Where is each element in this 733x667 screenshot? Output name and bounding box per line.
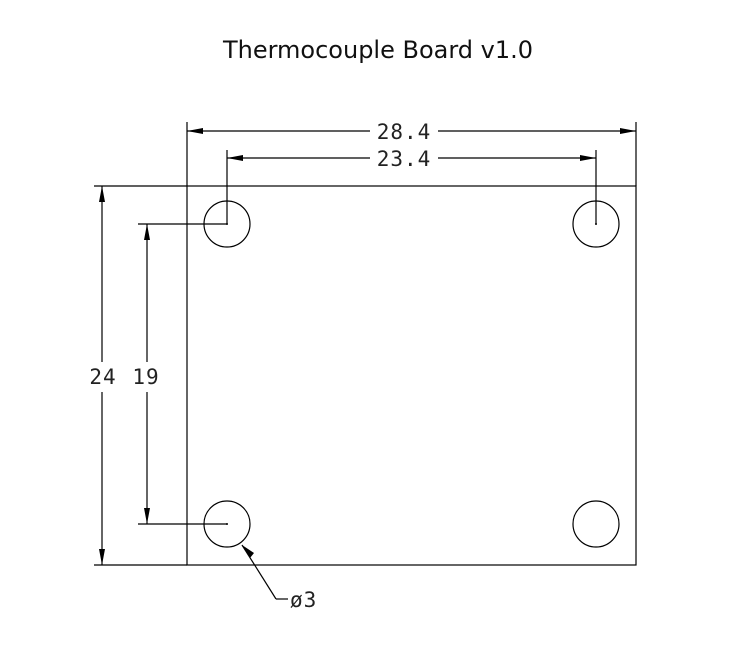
dimension-board-width: 28.4 bbox=[186, 120, 637, 186]
board-width-label: 28.4 bbox=[377, 120, 432, 144]
dimension-board-height: 24 bbox=[89, 185, 187, 566]
board-outline bbox=[186, 185, 637, 566]
dimension-hole-spacing-x: 23.4 bbox=[226, 147, 597, 224]
drawing-title: Thermocouple Board v1.0 bbox=[222, 36, 533, 64]
board-height-label: 24 bbox=[89, 365, 116, 389]
hole-diameter-label: ø3 bbox=[290, 588, 317, 612]
hole-spacing-x-label: 23.4 bbox=[377, 147, 432, 171]
dimension-hole-spacing-y: 19 bbox=[132, 223, 227, 525]
hole-spacing-y-label: 19 bbox=[132, 365, 159, 389]
dimension-hole-diameter: ø3 bbox=[241, 544, 317, 612]
mounting-hole-bottom-right bbox=[572, 500, 620, 548]
